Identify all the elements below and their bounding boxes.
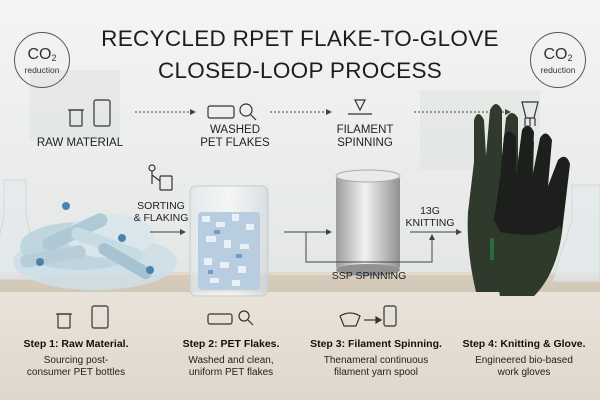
flow-label-sorting-flaking: SORTING& FLAKING [133, 200, 189, 225]
top-icons [68, 99, 539, 127]
sorting-icon [148, 164, 173, 191]
step-3-caption: Step 3: Filament Spinning. Thenameral co… [310, 338, 442, 379]
pet-bottle-pile [13, 202, 177, 290]
step-4-caption: Step 4: Knitting & Glove. Engineered bio… [462, 338, 586, 379]
title-line-1: RECYCLED RPET FLAKE-TO-GLOVE [101, 26, 499, 51]
flow-label-ssp-spinning: SSP SPINNING [331, 270, 407, 282]
beaker-with-flakes [189, 185, 269, 297]
bottom-icons [56, 305, 397, 329]
co2-reduction-badge-left: CO2 reduction [14, 32, 70, 88]
stage-label-raw-material: RAW MATERIAL [36, 137, 124, 149]
step-2-caption: Step 2: PET Flakes. Washed and clean,uni… [182, 338, 280, 379]
co2-reduction-badge-right: CO2 reduction [530, 32, 586, 88]
title-line-2: CLOSED-LOOP PROCESS [157, 58, 443, 83]
step-1-caption: Step 1: Raw Material. Sourcing post-cons… [23, 338, 129, 379]
work-gloves [467, 104, 570, 296]
filament-spool [335, 169, 401, 276]
